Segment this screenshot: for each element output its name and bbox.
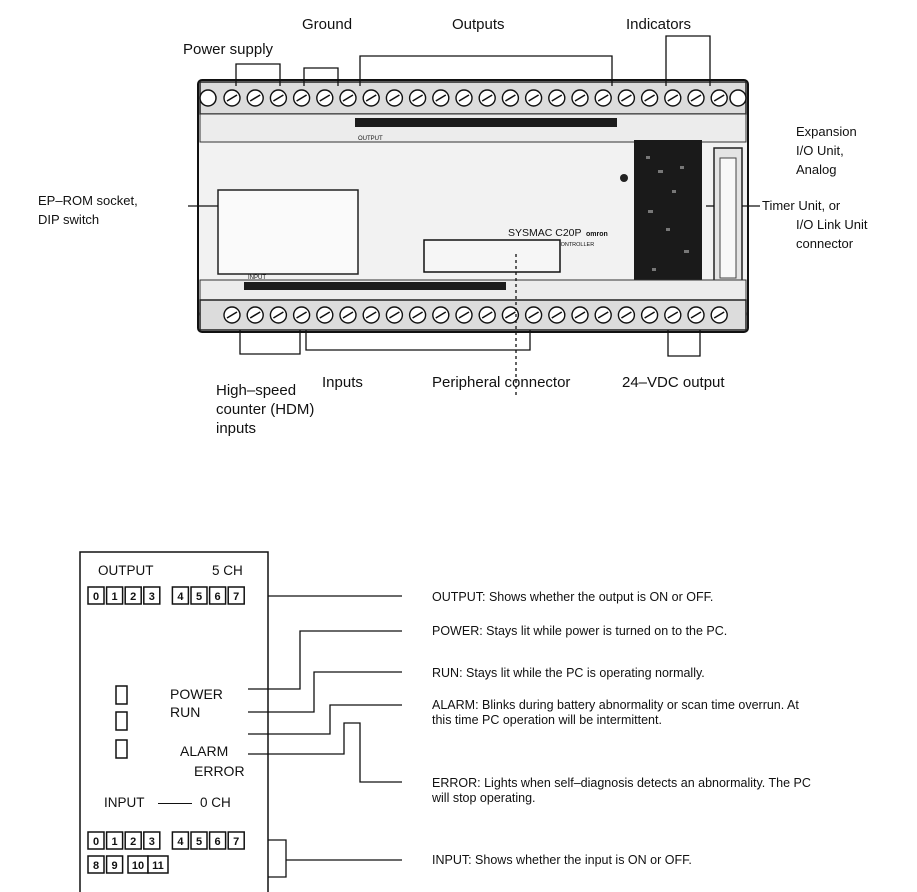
led-indicator: 11 bbox=[148, 856, 168, 873]
mounting-mark bbox=[620, 174, 628, 182]
callout-expansion-line1: Expansion bbox=[796, 124, 857, 140]
led-number: 0 bbox=[93, 591, 99, 603]
power-led bbox=[116, 686, 127, 704]
leader-lines bbox=[248, 596, 402, 877]
led-number: 8 bbox=[93, 860, 99, 872]
led-number: 0 bbox=[93, 836, 99, 848]
indicator-panel bbox=[634, 140, 702, 290]
peripheral-connector bbox=[424, 240, 560, 272]
led-indicator: 1 bbox=[107, 587, 123, 604]
output-header: OUTPUT bbox=[98, 563, 154, 579]
callout-inputs: Inputs bbox=[322, 374, 363, 391]
led-indicator: 4 bbox=[172, 587, 188, 604]
brand-logo: omron bbox=[586, 231, 608, 238]
eprom-socket bbox=[218, 190, 358, 274]
callout-outputs: Outputs bbox=[452, 16, 505, 33]
callout-expansion-line4: Timer Unit, or bbox=[762, 198, 840, 214]
callout-24vdc: 24–VDC output bbox=[622, 374, 725, 391]
alarm-led bbox=[116, 740, 127, 758]
output-label-band bbox=[355, 118, 617, 127]
led-indicator: 3 bbox=[144, 832, 160, 849]
led-indicator: 0 bbox=[88, 587, 104, 604]
desc-alarm: ALARM: Blinks during battery abnormality… bbox=[432, 698, 802, 728]
led-number: 2 bbox=[130, 591, 136, 603]
alarm-label: ALARM bbox=[180, 743, 228, 759]
callout-peripheral: Peripheral connector bbox=[432, 374, 570, 391]
led-number: 6 bbox=[215, 591, 221, 603]
led-indicator: 2 bbox=[125, 832, 141, 849]
led-indicator: 5 bbox=[191, 587, 207, 604]
callout-power-supply: Power supply bbox=[183, 41, 273, 58]
led-indicator: 4 bbox=[172, 832, 188, 849]
run-label: RUN bbox=[170, 704, 200, 720]
led-indicator: 2 bbox=[125, 587, 141, 604]
led-number: 5 bbox=[196, 591, 202, 603]
run-led bbox=[116, 712, 127, 730]
input-channel: 0 CH bbox=[200, 795, 231, 811]
input-label-band bbox=[244, 282, 506, 290]
desc-output: OUTPUT: Shows whether the output is ON o… bbox=[432, 590, 852, 605]
callout-eprom-line2: DIP switch bbox=[38, 212, 99, 228]
desc-power: POWER: Stays lit while power is turned o… bbox=[432, 624, 792, 639]
led-indicator: 9 bbox=[107, 856, 123, 873]
callout-ground: Ground bbox=[302, 16, 352, 33]
error-label: ERROR bbox=[194, 763, 245, 779]
callout-expansion-line3: Analog bbox=[796, 162, 836, 178]
led-indicator: 7 bbox=[228, 587, 244, 604]
input-strip-label: INPUT bbox=[248, 275, 266, 281]
led-indicator: 1 bbox=[107, 832, 123, 849]
led-number: 3 bbox=[149, 836, 155, 848]
desc-input: INPUT: Shows whether the input is ON or … bbox=[432, 853, 852, 868]
led-number: 7 bbox=[233, 591, 239, 603]
callout-expansion-line5: I/O Link Unit bbox=[796, 217, 868, 233]
callout-hdm-line2: counter (HDM) bbox=[216, 401, 314, 418]
led-indicator: 3 bbox=[144, 587, 160, 604]
led-number: 1 bbox=[112, 836, 118, 848]
model-name: SYSMAC C20P bbox=[508, 227, 582, 239]
led-number: 3 bbox=[149, 591, 155, 603]
controller-diagram: OUTPUT SYSMAC C20P PROGRAMMABLE CONTROLL… bbox=[0, 0, 917, 460]
led-indicator: 5 bbox=[191, 832, 207, 849]
led-number: 9 bbox=[112, 860, 118, 872]
led-indicator: 8 bbox=[88, 856, 104, 873]
output-channel: 5 CH bbox=[212, 563, 243, 579]
output-strip-label: OUTPUT bbox=[358, 136, 383, 142]
input-header: INPUT bbox=[104, 795, 145, 811]
led-indicator: 10 bbox=[128, 856, 148, 873]
led-number: 2 bbox=[130, 836, 136, 848]
callout-expansion-line6: connector bbox=[796, 236, 853, 252]
panel-outline bbox=[80, 552, 268, 892]
power-label: POWER bbox=[170, 686, 223, 702]
desc-run: RUN: Stays lit while the PC is operating… bbox=[432, 666, 852, 681]
led-number: 11 bbox=[152, 860, 164, 872]
led-indicator: 6 bbox=[210, 587, 226, 604]
callout-eprom-line1: EP–ROM socket, bbox=[38, 193, 138, 209]
callout-expansion-line2: I/O Unit, bbox=[796, 143, 844, 159]
led-number: 4 bbox=[177, 836, 184, 848]
callout-indicators: Indicators bbox=[626, 16, 691, 33]
led-number: 7 bbox=[233, 836, 239, 848]
callout-hdm-line3: inputs bbox=[216, 420, 256, 437]
led-indicator: 0 bbox=[88, 832, 104, 849]
led-number: 4 bbox=[177, 591, 184, 603]
led-indicator: 7 bbox=[228, 832, 244, 849]
callout-hdm-line1: High–speed bbox=[216, 382, 296, 399]
input-header-rule bbox=[158, 803, 192, 804]
led-number: 5 bbox=[196, 836, 202, 848]
desc-error: ERROR: Lights when self–diagnosis detect… bbox=[432, 776, 812, 806]
led-number: 1 bbox=[112, 591, 118, 603]
led-indicator: 6 bbox=[210, 832, 226, 849]
led-number: 10 bbox=[132, 860, 144, 872]
led-number: 6 bbox=[215, 836, 221, 848]
